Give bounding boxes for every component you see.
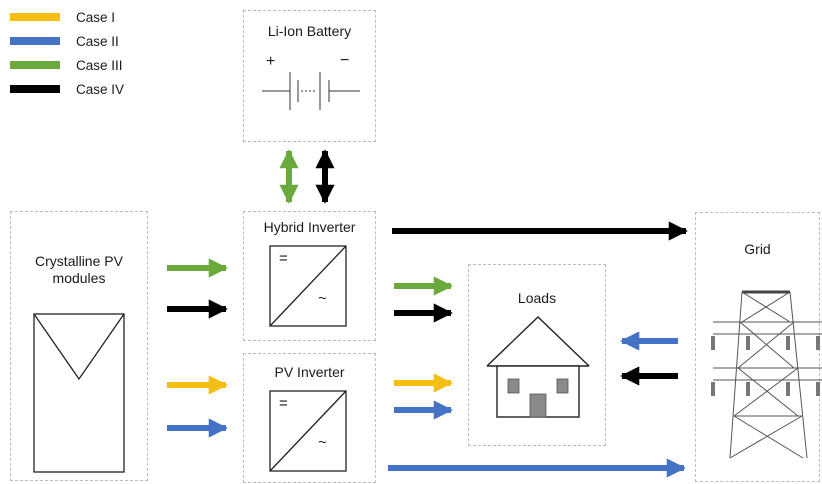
pv-inverter-box xyxy=(243,353,376,483)
hybrid-inverter-title: Hybrid Inverter xyxy=(263,219,356,235)
flow-arrows xyxy=(167,149,688,478)
hybrid-inverter-box xyxy=(243,211,376,341)
legend-swatch-case-1 xyxy=(10,13,60,21)
legend-swatch-case-4 xyxy=(10,85,60,93)
battery-title: Li-Ion Battery xyxy=(267,23,352,39)
legend-label-case-2: Case II xyxy=(76,33,119,49)
legend-item-case-2: Case II xyxy=(10,32,119,50)
legend-item-case-1: Case I xyxy=(10,8,115,26)
hybrid-inverter-dc-symbol: = xyxy=(279,250,288,267)
legend-swatch-case-2 xyxy=(10,37,60,45)
battery-plus-sign: + xyxy=(266,53,276,70)
hybrid-inverter-ac-symbol: ~ xyxy=(318,290,327,307)
pv-modules-box xyxy=(10,211,148,481)
legend-item-case-4: Case IV xyxy=(10,80,124,98)
pv-inverter-ac-symbol: ~ xyxy=(318,434,327,451)
legend-label-case-1: Case I xyxy=(76,9,116,25)
inverter-symbol-icon xyxy=(269,390,347,472)
legend-swatch-case-3 xyxy=(10,61,60,69)
battery-symbol-icon xyxy=(262,72,360,110)
battery-box xyxy=(243,10,376,142)
pv-modules-label-line-1: Crystalline PV xyxy=(35,253,123,269)
pv-inverter-dc-symbol: = xyxy=(279,395,288,412)
battery-minus-sign: − xyxy=(340,52,350,69)
grid-box xyxy=(695,212,820,482)
house-icon xyxy=(486,316,590,418)
legend-item-case-3: Case III xyxy=(10,56,123,74)
loads-title: Loads xyxy=(517,290,557,306)
legend-label-case-4: Case IV xyxy=(76,81,125,97)
pv-modules-label-line-2: modules xyxy=(52,270,106,286)
transmission-tower-icon xyxy=(711,290,822,459)
grid-title: Grid xyxy=(744,241,771,257)
legend-label-case-3: Case III xyxy=(76,57,123,73)
pv-inverter-title: PV Inverter xyxy=(274,364,345,380)
solar-panel-icon xyxy=(33,313,125,473)
inverter-symbol-icon xyxy=(269,245,347,327)
